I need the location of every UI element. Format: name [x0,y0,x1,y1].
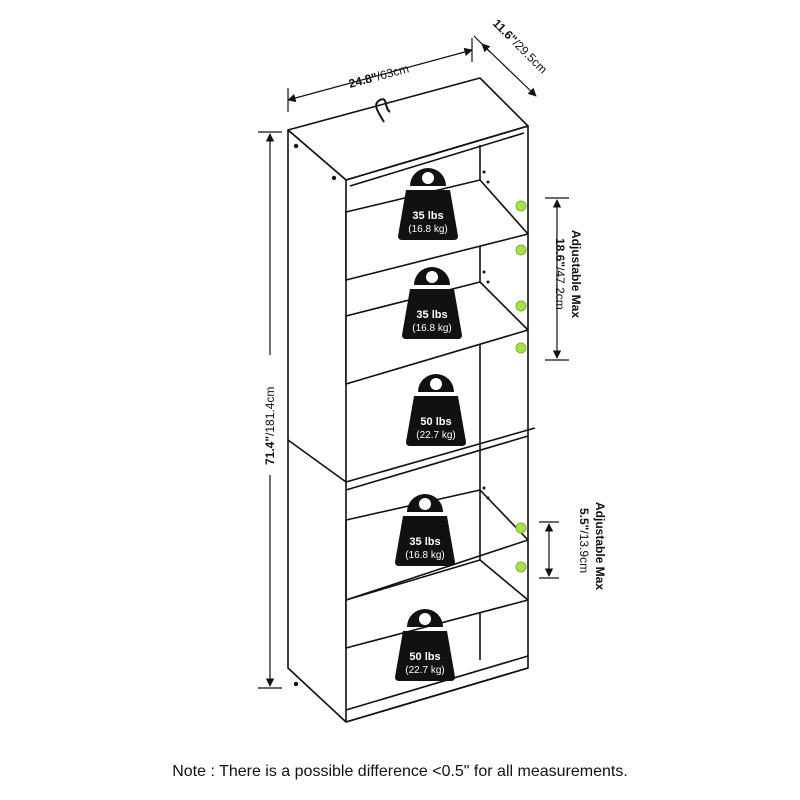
adjustable-upper-metric: /47.2cm [553,267,567,310]
adjustable-upper-imperial: 18.6" [553,238,567,267]
weight-2-main: 35 lbs [416,309,447,321]
weight-4-sub: (16.8 kg) [405,550,444,561]
svg-text:71.4"/181.4cm: 71.4"/181.4cm [263,387,277,465]
svg-text:5.5"/13.9cm: 5.5"/13.9cm [577,508,591,573]
weight-icon-2: 35 lbs (16.8 kg) [402,267,462,339]
height-dimension: 71.4"/181.4cm [258,131,282,689]
weight-2-sub: (16.8 kg) [412,323,451,334]
adjustable-dimension-lower: Adjustable Max 5.5"/13.9cm [539,502,607,590]
peg-icon [515,300,527,312]
svg-text:11.6"/29.5cm: 11.6"/29.5cm [490,16,550,76]
measurement-note: Note : There is a possible difference <0… [172,763,628,780]
adjustment-pegs [515,200,527,573]
weight-1-sub: (16.8 kg) [408,224,447,235]
weight-icon-5: 50 lbs (22.7 kg) [395,609,455,681]
svg-text:24.8"/63cm: 24.8"/63cm [347,61,410,91]
weight-5-main: 50 lbs [409,651,440,663]
peg-icon [515,342,527,354]
adjustable-upper-label: Adjustable Max [569,230,583,318]
shelf-3 [345,559,529,649]
depth-metric: /29.5cm [510,36,550,76]
peg-icon [515,200,527,212]
adjustable-lower-imperial: 5.5" [577,508,591,530]
bookshelf-frame [287,77,536,723]
svg-text:18.6"/47.2cm: 18.6"/47.2cm [553,238,567,310]
peg-icon [515,561,527,573]
adjustable-lower-metric: /13.9cm [577,530,591,573]
weight-5-sub: (22.7 kg) [405,665,444,676]
width-imperial: 24.8" [347,70,379,91]
adjustable-lower-label: Adjustable Max [593,502,607,590]
weight-icon-4: 35 lbs (16.8 kg) [395,494,455,566]
peg-icon [515,522,527,534]
weight-3-main: 50 lbs [420,416,451,428]
weight-4-main: 35 lbs [409,536,440,548]
adjustable-dimension-upper: Adjustable Max 18.6"/47.2cm [545,197,583,361]
peg-icon [515,244,527,256]
height-imperial: 71.4" [263,436,277,465]
width-metric: /63cm [375,61,410,83]
weight-1-main: 35 lbs [412,210,443,222]
shelf-pin-holes [293,143,490,687]
weight-icon-3: 50 lbs (22.7 kg) [406,374,466,446]
height-metric: /181.4cm [263,387,277,436]
weight-3-sub: (22.7 kg) [416,430,455,441]
weight-icon-1: 35 lbs (16.8 kg) [398,168,458,240]
